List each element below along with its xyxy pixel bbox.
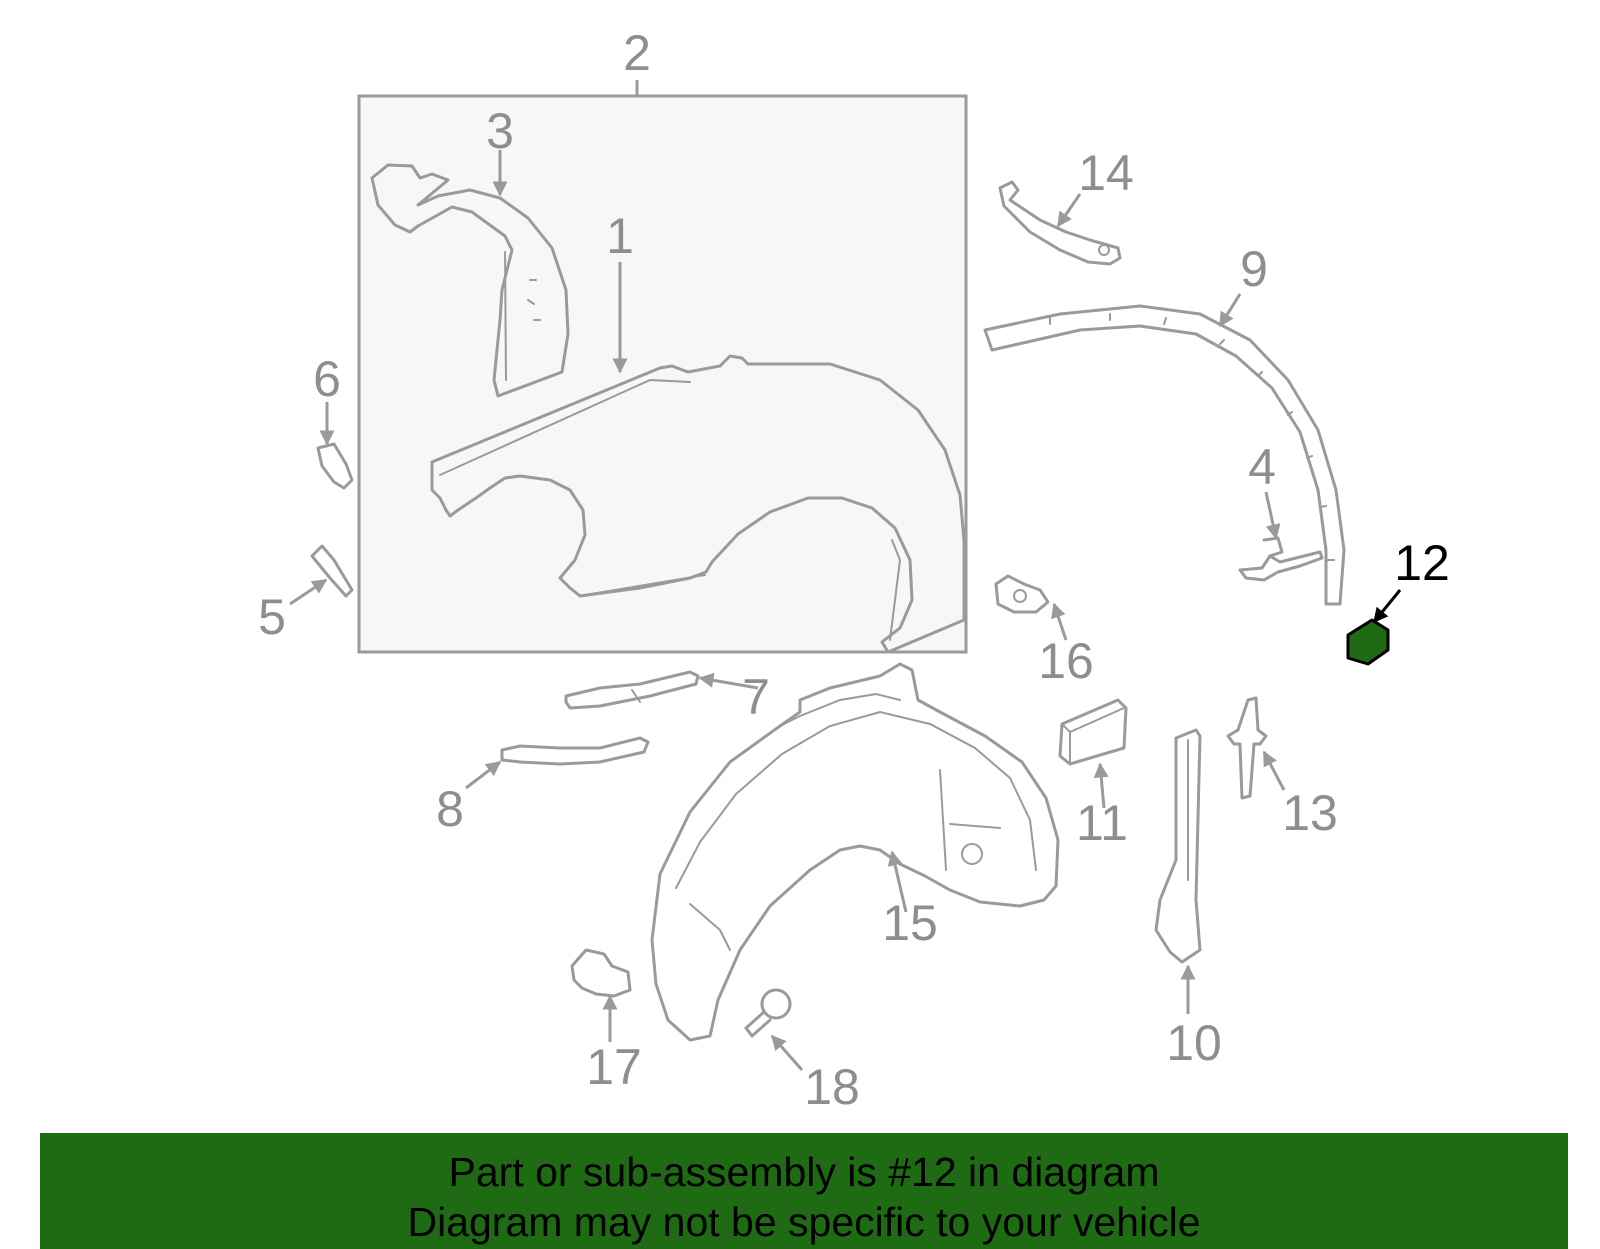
callout-18[interactable]: 18 (804, 1059, 860, 1115)
callout-17[interactable]: 17 (586, 1039, 642, 1095)
part-14-shape[interactable] (998, 180, 1122, 266)
callout-15[interactable]: 15 (882, 895, 938, 951)
callout-7[interactable]: 7 (742, 669, 770, 725)
part-1-shape[interactable] (430, 354, 966, 654)
callout-1[interactable]: 1 (606, 208, 634, 264)
part-7-shape[interactable] (564, 670, 700, 710)
callout-14[interactable]: 14 (1078, 145, 1134, 201)
part-13-shape[interactable] (1226, 696, 1268, 800)
part-15-shape[interactable] (650, 662, 1060, 1042)
info-banner-line-2: Diagram may not be specific to your vehi… (407, 1199, 1201, 1245)
callout-2[interactable]: 2 (623, 25, 651, 81)
callout-11[interactable]: 11 (1076, 795, 1128, 851)
parts-diagram: 2 3 1 14 9 6 4 12 5 16 7 8 11 13 15 10 1… (258, 25, 1450, 1115)
part-5-shape[interactable] (310, 544, 354, 598)
part-6-shape[interactable] (316, 442, 354, 490)
part-17-shape[interactable] (570, 948, 632, 998)
info-banner-line-1: Part or sub-assembly is #12 in diagram (448, 1149, 1160, 1195)
callout-6[interactable]: 6 (313, 351, 341, 407)
part-16-shape[interactable] (994, 574, 1050, 614)
callout-13[interactable]: 13 (1282, 785, 1338, 841)
part-18-shape[interactable] (744, 988, 792, 1038)
part-12-shape[interactable] (1346, 618, 1390, 666)
callout-10[interactable]: 10 (1166, 1015, 1222, 1071)
part-8-shape[interactable] (500, 736, 650, 766)
callout-9[interactable]: 9 (1240, 241, 1268, 297)
part-4-shape[interactable] (1238, 536, 1324, 582)
callout-16[interactable]: 16 (1038, 633, 1094, 689)
subassembly-box (357, 94, 968, 654)
info-banner: Part or sub-assembly is #12 in diagram D… (40, 1133, 1568, 1249)
part-9-shape[interactable] (983, 304, 1346, 606)
callout-12[interactable]: 12 (1394, 535, 1450, 591)
part-11-shape[interactable] (1058, 698, 1128, 766)
part-3-shape[interactable] (370, 163, 570, 398)
callout-5[interactable]: 5 (258, 589, 286, 645)
callout-4[interactable]: 4 (1248, 439, 1276, 495)
callout-8[interactable]: 8 (436, 781, 464, 837)
part-10-shape[interactable] (1154, 728, 1202, 964)
callout-3[interactable]: 3 (486, 103, 514, 159)
